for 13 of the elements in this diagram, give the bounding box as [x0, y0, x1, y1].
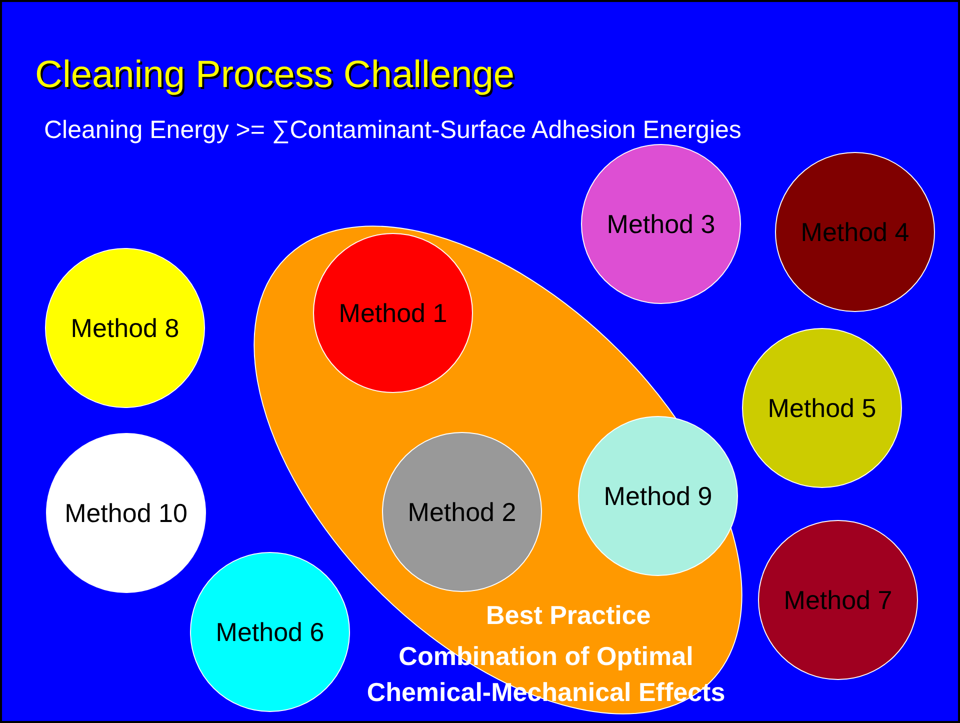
method-label: Method 8: [70, 312, 180, 344]
method-label: Method 7: [784, 584, 892, 616]
method-label: Method 4: [800, 216, 910, 248]
method-label: Method 9: [604, 480, 712, 512]
method-label: Method 2: [408, 496, 516, 528]
method-label: Method 1: [338, 298, 448, 328]
method-label: Method 6: [216, 616, 324, 648]
method-label: Method 3: [606, 208, 716, 240]
method-label: Method 10: [64, 498, 188, 528]
formula-subtitle: Cleaning Energy >= ∑Contaminant-Surface Adhesion Energies: [44, 116, 742, 145]
slide-title: Cleaning Process Challenge: [35, 54, 515, 97]
group-heading: Best Practice: [486, 600, 651, 631]
method-label: Method 5: [768, 392, 876, 424]
